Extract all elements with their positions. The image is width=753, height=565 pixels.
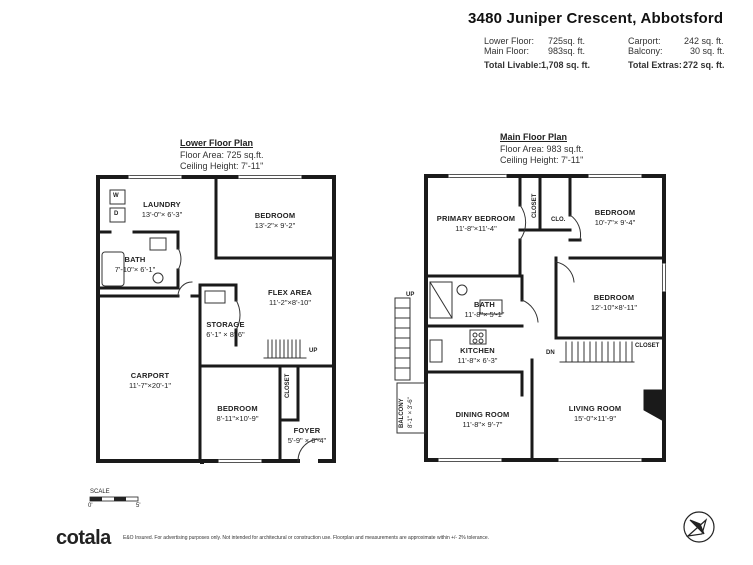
north-arrow-icon	[683, 511, 715, 543]
main-closet2-label: CLOSET	[635, 343, 660, 349]
room-storage: STORAGE 6'-1" × 8'-6"	[206, 320, 245, 339]
main-floor-value: 983sq. ft.	[548, 46, 586, 56]
foyer-door-swing-icon	[297, 438, 321, 462]
scale-bar-icon	[89, 496, 139, 502]
main-toilet-icon	[456, 284, 468, 296]
room-primary-bedroom: PRIMARY BEDROOM 11'-8"×11'-4"	[436, 214, 516, 233]
scale-start: 0'	[88, 503, 93, 509]
main-closet-label: CLOSET	[532, 193, 538, 218]
carport-label: Carport:	[628, 36, 661, 46]
total-livable-value: 1,708 sq. ft.	[541, 60, 591, 70]
lower-up-label: UP	[309, 348, 318, 354]
main-stairs-icon	[559, 341, 635, 363]
room-main-bedroom-2: BEDROOM 12'-10"×8'-11"	[590, 293, 638, 312]
balcony-outline-icon	[396, 382, 426, 434]
lower-plan-height: Ceiling Height: 7'-11"	[180, 161, 264, 171]
balcony-value: 30 sq. ft.	[690, 46, 725, 56]
balcony-label: Balcony:	[628, 46, 663, 56]
room-dining: DINING ROOM 11'-8"× 9'-7"	[455, 410, 510, 429]
bath-door-swing-icon	[177, 247, 182, 271]
bedroom2-door-swing-icon	[555, 261, 575, 283]
scale-end: 5'	[136, 503, 141, 509]
kitchen-sink-icon	[429, 339, 443, 363]
main-clo-label: CLO.	[551, 217, 566, 223]
room-foyer: FOYER 5'-9" × 6'-4"	[287, 426, 327, 445]
lower-floor-value: 725sq. ft.	[548, 36, 586, 46]
brand-logo: cotala	[56, 527, 111, 549]
main-floor-label: Main Floor:	[484, 46, 530, 56]
room-laundry: LAUNDRY 13'-0"× 6'-3"	[141, 200, 183, 219]
main-bath-door-swing-icon	[521, 299, 539, 323]
main-exterior-stairs-icon	[394, 297, 411, 381]
room-main-bath: BATH 11'-8"× 5'-1"	[464, 300, 505, 319]
storage-door-swing-icon	[235, 299, 241, 331]
room-living: LIVING ROOM 15'-0"×11'-9"	[568, 404, 622, 423]
sink-icon	[149, 237, 167, 251]
lower-stairs-icon	[263, 339, 307, 359]
room-main-bedroom-1: BEDROOM 10'-7"× 9'-4"	[594, 208, 636, 227]
fireplace-icon	[643, 389, 663, 421]
lower-plan-area: Floor Area: 725 sq.ft.	[180, 150, 264, 160]
stove-icon	[469, 329, 487, 345]
bedroom-door-swing-icon	[569, 214, 582, 241]
main-plan-area: Floor Area: 983 sq.ft.	[500, 144, 584, 154]
room-lower-bedroom-2: BEDROOM 8'-11"×10'-9"	[216, 404, 259, 423]
main-plan-title: Main Floor Plan	[500, 132, 568, 142]
primary-door-swing-icon	[519, 204, 527, 241]
property-address: 3480 Juniper Crescent, Abbotsford	[468, 10, 724, 27]
total-extras-value: 272 sq. ft.	[683, 60, 725, 70]
dryer-icon	[109, 207, 126, 223]
vanity-icon	[479, 299, 503, 315]
lower-closet-label: CLOSET	[285, 373, 291, 398]
washer-icon	[109, 189, 126, 205]
bathtub-icon	[101, 251, 125, 287]
toilet-icon	[152, 272, 164, 284]
dryer-label: D	[114, 211, 119, 217]
room-lower-bath: BATH 7'-10"× 6'-1"	[114, 255, 156, 274]
lower-plan-title: Lower Floor Plan	[180, 138, 254, 148]
storage-unit-icon	[204, 290, 226, 304]
total-extras-label: Total Extras:	[628, 60, 682, 70]
carport-door-swing-icon	[177, 281, 193, 297]
washer-label: W	[113, 193, 119, 199]
balcony-name-label: BALCONY	[399, 398, 405, 428]
main-plan-height: Ceiling Height: 7'-11"	[500, 155, 584, 165]
balcony-dims-label: 8'-1" × 3'-6"	[408, 397, 414, 428]
main-up-label: UP	[406, 292, 415, 298]
total-livable-label: Total Livable:	[484, 60, 542, 70]
main-dn-label: DN	[546, 350, 555, 356]
room-carport: CARPORT 11'-7"×20'-1"	[128, 371, 172, 390]
room-kitchen: KITCHEN 11'-8"× 6'-3"	[457, 346, 498, 365]
carport-value: 242 sq. ft.	[684, 36, 724, 46]
room-flex-area: FLEX AREA 11'-2"×8'-10"	[267, 288, 313, 307]
disclaimer-text: E&O Insured. For advertising purposes on…	[123, 535, 490, 541]
room-lower-bedroom-1: BEDROOM 13'-2"× 9'-2"	[254, 211, 296, 230]
shower-icon	[429, 281, 453, 319]
lower-floor-label: Lower Floor:	[484, 36, 535, 46]
scale-label: SCALE	[90, 489, 110, 495]
